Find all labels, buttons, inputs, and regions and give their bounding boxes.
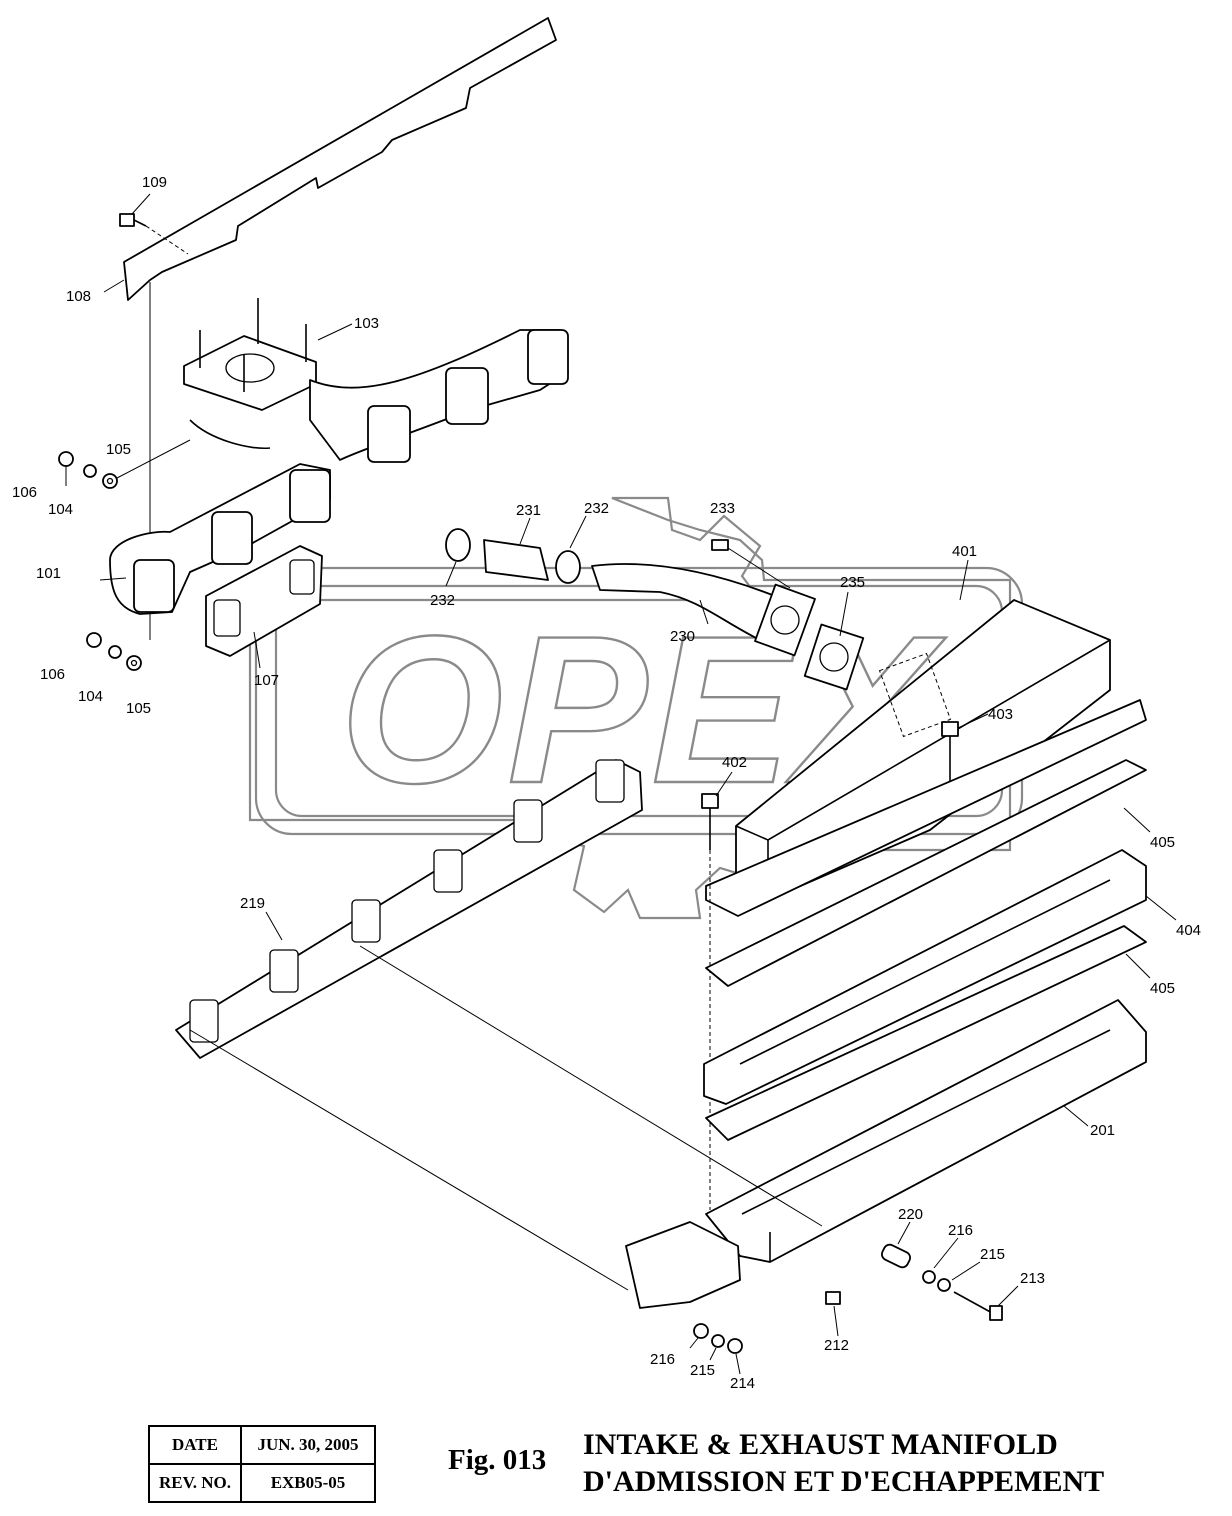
label-219: 219 [240,895,265,912]
intake-hose-assembly [445,528,865,691]
title-block: DATE JUN. 30, 2005 REV. NO. EXB05-05 [148,1425,376,1503]
label-104b: 104 [78,688,103,705]
parts-diagram: OPEX [12,17,1201,1392]
label-220: 220 [898,1206,923,1223]
figure-title-en: INTAKE & EXHAUST MANIFOLD [583,1428,1058,1461]
label-216a: 216 [948,1222,973,1239]
label-104a: 104 [48,501,73,518]
leader-lines [65,193,1177,1375]
label-212: 212 [824,1337,849,1354]
fasteners-104-105-106 [58,439,191,671]
label-215b: 215 [690,1362,715,1379]
label-232b: 232 [430,592,455,609]
rev-value: EXB05-05 [240,1463,376,1503]
bolts-402-403 [701,721,959,1210]
label-103: 103 [354,315,379,332]
label-106b: 106 [40,666,65,683]
label-405b: 405 [1150,980,1175,997]
exhaust-manifold-101 [109,463,331,615]
gasket-107 [205,545,323,657]
figure-title-fr: D'ADMISSION ET D'ECHAPPEMENT [583,1465,1105,1498]
label-213: 213 [1020,1270,1045,1287]
label-233: 233 [710,500,735,517]
label-109: 109 [142,174,167,191]
label-105b: 105 [126,700,151,717]
part-labels: 109 108 103 105 106 104 101 106 104 105 … [12,174,1201,1392]
figure-number: Fig. 013 [448,1444,547,1476]
label-108: 108 [66,288,91,305]
bolt-109 [119,213,189,255]
gasket-405-lower [705,925,1147,1141]
label-230: 230 [670,628,695,645]
label-403: 403 [988,706,1013,723]
date-value: JUN. 30, 2005 [240,1425,376,1465]
label-232a: 232 [584,500,609,517]
intake-cover-401 [705,599,1147,917]
label-231: 231 [516,502,541,519]
label-101: 101 [36,565,61,582]
gasket-219 [175,759,823,1291]
label-402: 402 [722,754,747,771]
figure-titles: INTAKE & EXHAUST MANIFOLD D'ADMISSION ET… [583,1426,1104,1500]
label-216b: 216 [650,1351,675,1368]
intake-manifold-201 [625,999,1147,1309]
label-235: 235 [840,574,865,591]
gasket-405-upper [705,759,1147,987]
exhaust-manifold-103 [183,298,569,463]
label-405a: 405 [1150,834,1175,851]
spacer-404 [703,849,1147,1105]
fasteners-212-220 [693,1243,1003,1354]
label-107: 107 [254,672,279,689]
label-401: 401 [952,543,977,560]
label-201: 201 [1090,1122,1115,1139]
label-404: 404 [1176,922,1201,939]
label-106a: 106 [12,484,37,501]
label-215a: 215 [980,1246,1005,1263]
label-105a: 105 [106,441,131,458]
date-label: DATE [148,1425,242,1465]
label-214: 214 [730,1375,755,1392]
rev-label: REV. NO. [148,1463,242,1503]
